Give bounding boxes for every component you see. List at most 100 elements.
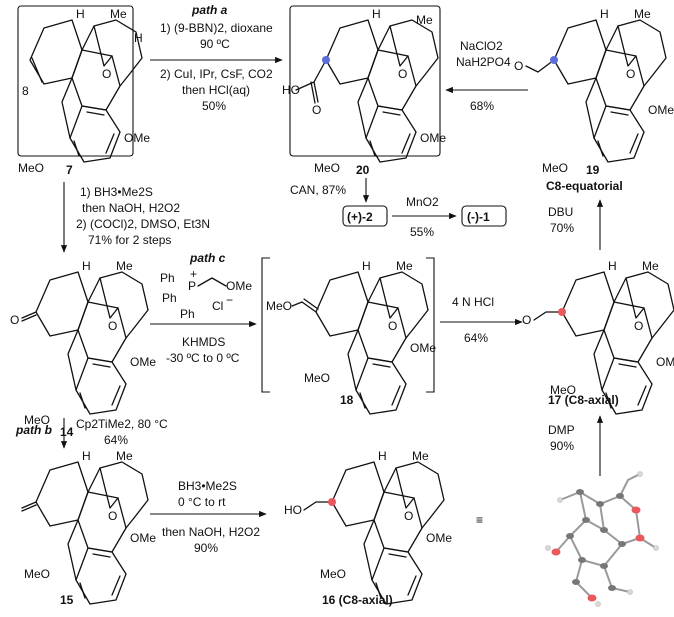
box-20 [289, 5, 441, 157]
compound-label-20: 20 [356, 163, 370, 177]
cond-petasis-1: Cp2TiMe2, 80 °C [76, 417, 168, 431]
cond-hb15-2: 0 °C to rt [178, 495, 226, 509]
ether-o-label: O [404, 509, 413, 523]
box-minus1 [461, 205, 507, 227]
cond-mno2-2: 55% [410, 225, 434, 239]
cond-dmp-2: 90% [550, 439, 574, 453]
meo-label: MeO [24, 567, 50, 581]
path-a-label: path a [191, 3, 228, 17]
me-label: Me [110, 7, 127, 21]
path-b-label: path b [15, 423, 52, 437]
wittig-ph-1: Ph [160, 271, 175, 285]
ether-o-label: O [634, 319, 643, 333]
h-label: H [378, 449, 387, 463]
compound-label-17: 17 (C8-axial) [548, 393, 619, 407]
cond-hb-3: 2) (COCl)2, DMSO, Et3N [76, 217, 210, 231]
cho-o-label: O [522, 313, 531, 327]
c8-label: 8 [22, 84, 29, 98]
cond-path-a-2: 90 ºC [200, 37, 230, 51]
h-label: H [372, 7, 381, 21]
ether-o-label: O [102, 67, 111, 81]
cond-petasis-2: 64% [104, 433, 128, 447]
ether-o-label: O [626, 67, 635, 81]
me-label: Me [116, 449, 133, 463]
cond-hb15-1: BH3•Me2S [178, 479, 237, 493]
meo-label: MeO [550, 383, 576, 397]
cond-temp: -30 ºC to 0 ºC [166, 351, 240, 365]
molecule-18: MeO H Me O OMe MeO [266, 259, 436, 415]
ome-label: OMe [410, 341, 436, 355]
bracket-left [261, 257, 270, 393]
h-label: H [76, 7, 85, 21]
molecule-14: O H Me O OMe MeO [10, 259, 156, 427]
cond-hb15-4: 90% [194, 541, 218, 555]
molecule-7: 8 H Me H O OMe MeO [18, 7, 150, 175]
ome-label: OMe [130, 355, 156, 369]
bracket-right [426, 257, 435, 393]
ome-label: OMe [124, 131, 150, 145]
me-label: Me [116, 259, 133, 273]
wittig-p: P [188, 279, 196, 293]
wittig-plus: + [190, 267, 197, 281]
cond-path-a-5: 50% [202, 99, 226, 113]
h-label: H [134, 31, 143, 45]
me-label: Me [396, 259, 413, 273]
cond-path-a-1: 1) (9-BBN)2, dioxane [160, 21, 273, 35]
meo-label: MeO [314, 161, 340, 175]
acid-ho-label: HO [282, 83, 300, 97]
compound-sublabel-19: C8-equatorial [546, 179, 623, 193]
cond-hb-2: then NaOH, H2O2 [82, 201, 180, 215]
cond-hcl-1: 4 N HCl [452, 295, 494, 309]
h-label: H [362, 259, 371, 273]
wittig-ph-2: Ph [162, 291, 177, 305]
c8-red-atom [328, 498, 336, 506]
meo-label: MeO [304, 371, 330, 385]
ome-label: OMe [420, 131, 446, 145]
molecule-16: HO H Me O OMe MeO [284, 449, 452, 605]
cond-path-a-3: 2) CuI, IPr, CsF, CO2 [160, 67, 273, 81]
h-label: H [608, 259, 617, 273]
molecule-17: O H Me O OMe MeO [522, 259, 674, 415]
cond-naclo2-1: NaClO2 [460, 39, 503, 53]
meo-label: MeO [320, 567, 346, 581]
cond-mno2-1: MnO2 [406, 195, 439, 209]
cond-dbu-2: 70% [550, 221, 574, 235]
molecule-19: O H Me O OMe MeO [514, 7, 674, 175]
compound-minus1: (-)-1 [467, 210, 490, 224]
cond-dmp-1: DMP [548, 423, 575, 437]
box-plus2 [342, 205, 388, 227]
cond-hb-4: 71% for 2 steps [88, 233, 171, 247]
equivalence-sign: ≡ [476, 513, 483, 527]
cho-o-label: O [514, 59, 523, 73]
h-label: H [82, 259, 91, 273]
compound-label-7: 7 [66, 163, 73, 177]
meo-label: MeO [24, 413, 50, 427]
cond-naclo2-3: 68% [470, 99, 494, 113]
enol-meo-label: MeO [266, 299, 292, 313]
ketone-o-label: O [10, 313, 19, 327]
meo-label: MeO [542, 161, 568, 175]
molecule-20: HO O H Me O OMe MeO [282, 7, 446, 175]
wittig-cl: Cl [212, 299, 223, 313]
crystal-structure [545, 471, 659, 607]
cond-hb-1: 1) BH3•Me2S [80, 185, 153, 199]
me-label: Me [412, 449, 429, 463]
c8-blue-atom [550, 56, 558, 64]
wittig-ph-3: Ph [180, 307, 195, 321]
ome-label: OMe [648, 103, 674, 117]
compound-plus2: (+)-2 [347, 210, 373, 224]
ome-label: OMe [656, 355, 674, 369]
cond-path-a-4: then HCl(aq) [182, 83, 250, 97]
compound-label-16: 16 (C8-axial) [322, 593, 393, 607]
compound-label-19: 19 [586, 163, 600, 177]
compound-label-15: 15 [60, 593, 74, 607]
ether-o-label: O [108, 319, 117, 333]
molecule-15: H Me O OMe MeO [21, 449, 156, 605]
cond-dbu-1: DBU [548, 205, 573, 219]
meo-label: MeO [18, 161, 44, 175]
ether-o-label: O [108, 509, 117, 523]
cond-khmds: KHMDS [182, 335, 225, 349]
path-c-label: path c [189, 251, 226, 265]
me-label: Me [642, 259, 659, 273]
compound-label-14: 14 [60, 425, 74, 439]
